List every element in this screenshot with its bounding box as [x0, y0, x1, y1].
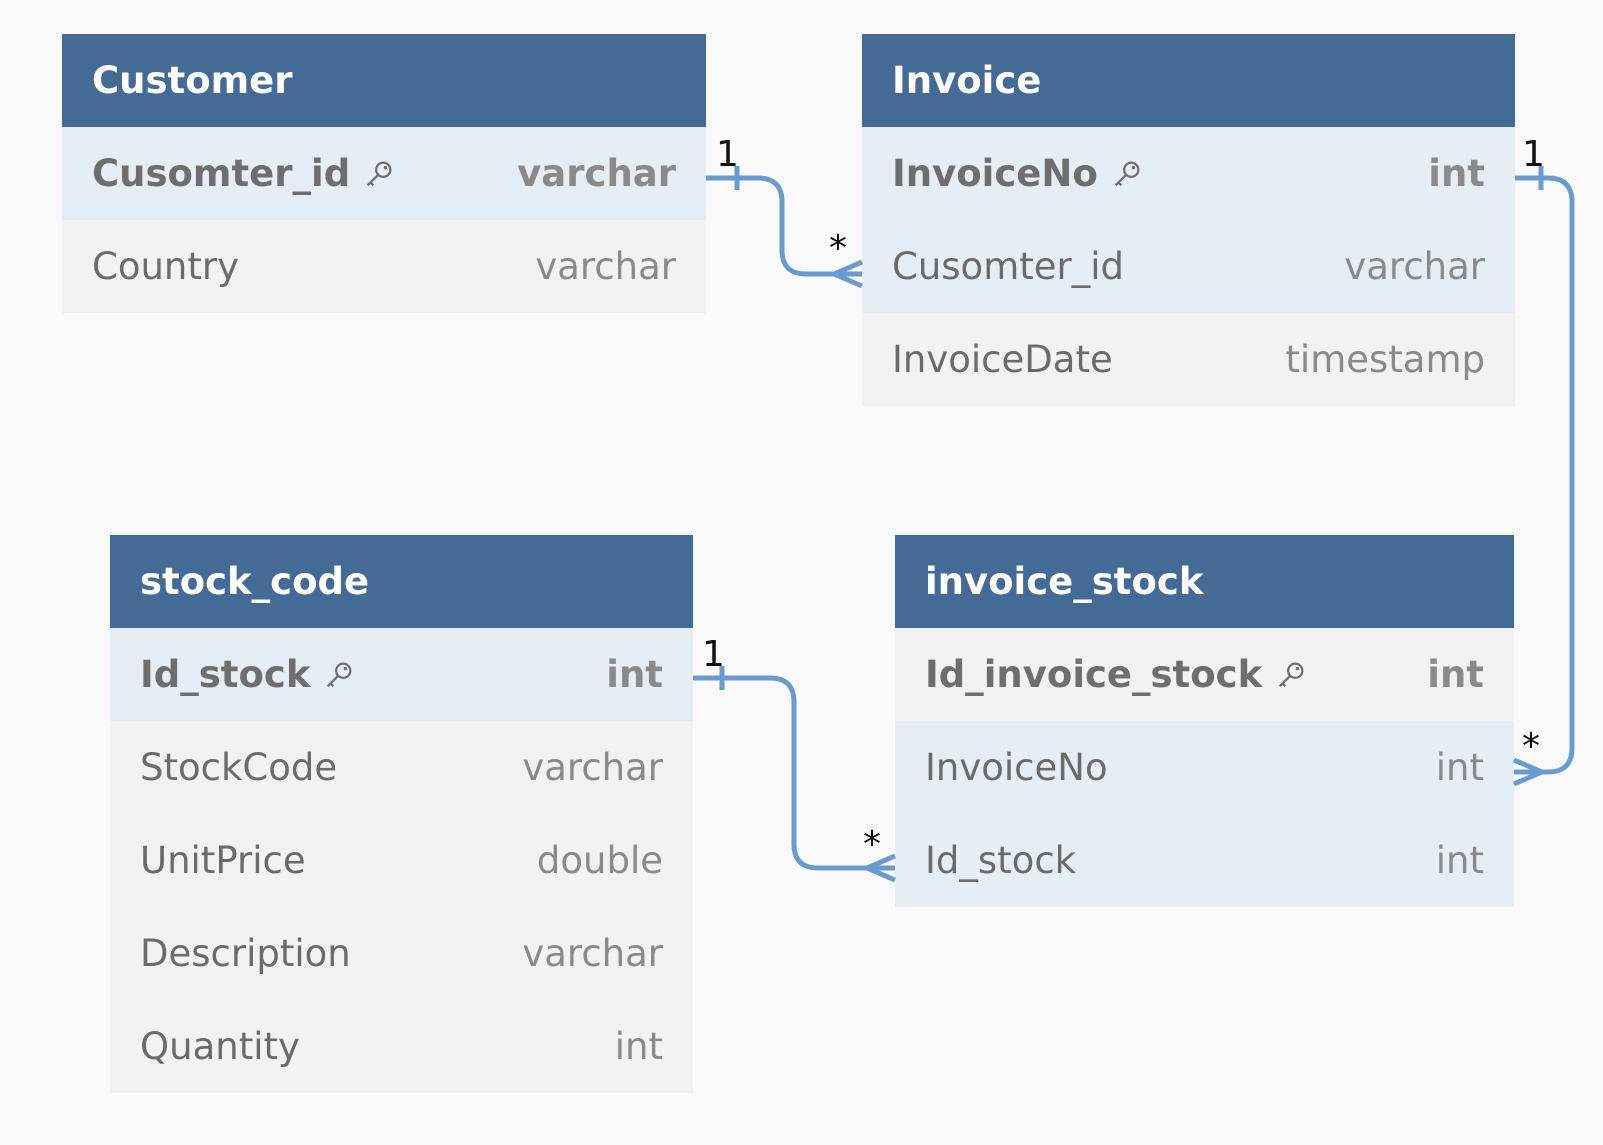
column-name: Cusomter_id: [892, 245, 1124, 288]
key-icon: [367, 161, 392, 186]
table-row[interactable]: UnitPrice double: [110, 814, 693, 907]
column-type: int: [606, 653, 663, 696]
cardinality-label: 1: [702, 634, 725, 675]
table-row[interactable]: Cusomter_id varchar: [862, 220, 1515, 313]
cardinality-label: 1: [1522, 134, 1545, 175]
table-stock-code[interactable]: stock_code Id_stock int StockCode varcha…: [110, 535, 693, 1093]
key-icon: [1114, 161, 1140, 186]
column-name: Cusomter_id: [92, 152, 351, 195]
table-title: Invoice: [862, 34, 1515, 127]
table-row[interactable]: StockCode varchar: [110, 721, 693, 814]
table-row[interactable]: Id_invoice_stock int: [895, 628, 1514, 721]
relationship-line: [1514, 175, 1575, 775]
column-name: Id_invoice_stock: [925, 653, 1263, 696]
column-type: int: [1435, 746, 1484, 789]
table-row[interactable]: InvoiceDate timestamp: [862, 313, 1515, 406]
table-invoice[interactable]: Invoice InvoiceNo int Cusomter_id varcha…: [862, 34, 1515, 406]
column-type: varchar: [517, 152, 676, 195]
column-name: Quantity: [140, 1025, 300, 1068]
table-row[interactable]: Country varchar: [62, 220, 706, 313]
column-name: InvoiceDate: [892, 338, 1113, 381]
cardinality-label: 1: [716, 134, 739, 175]
table-title: invoice_stock: [895, 535, 1514, 628]
column-type: int: [614, 1025, 663, 1068]
table-row[interactable]: Quantity int: [110, 1000, 693, 1093]
column-type: varchar: [535, 245, 676, 288]
key-icon: [1279, 662, 1304, 687]
column-type: varchar: [1344, 245, 1485, 288]
cardinality-label: *: [1522, 726, 1540, 767]
column-type: int: [1427, 653, 1484, 696]
column-name: StockCode: [140, 746, 338, 789]
relationship-line: [706, 175, 862, 277]
column-name: Id_stock: [925, 839, 1077, 882]
cardinality-label: *: [863, 824, 881, 865]
table-row[interactable]: Id_stock int: [895, 814, 1514, 907]
column-name: Country: [92, 245, 239, 288]
column-name: UnitPrice: [140, 839, 306, 882]
table-row[interactable]: Cusomter_id varchar: [62, 127, 706, 220]
cardinality-label: *: [829, 228, 847, 269]
table-row[interactable]: Description varchar: [110, 907, 693, 1000]
table-title: Customer: [62, 34, 706, 127]
table-row[interactable]: Id_stock int: [110, 628, 693, 721]
column-name: InvoiceNo: [892, 152, 1098, 195]
key-icon: [327, 662, 352, 687]
column-name: InvoiceNo: [925, 746, 1108, 789]
table-invoice-stock[interactable]: invoice_stock Id_invoice_stock int Invoi…: [895, 535, 1514, 907]
crowfoot: [864, 853, 896, 883]
relationship-line: [693, 675, 895, 871]
column-name: Description: [140, 932, 351, 975]
column-type: varchar: [522, 746, 663, 789]
table-row[interactable]: InvoiceNo int: [862, 127, 1515, 220]
table-customer[interactable]: Customer Cusomter_id varchar Country var…: [62, 34, 706, 313]
crowfoot: [1513, 757, 1545, 787]
table-title: stock_code: [110, 535, 693, 628]
column-type: int: [1428, 152, 1485, 195]
column-name: Id_stock: [140, 653, 311, 696]
column-type: timestamp: [1285, 338, 1485, 381]
column-type: int: [1435, 839, 1484, 882]
table-row[interactable]: InvoiceNo int: [895, 721, 1514, 814]
column-type: double: [536, 839, 663, 882]
column-type: varchar: [522, 932, 663, 975]
crowfoot: [831, 259, 863, 289]
